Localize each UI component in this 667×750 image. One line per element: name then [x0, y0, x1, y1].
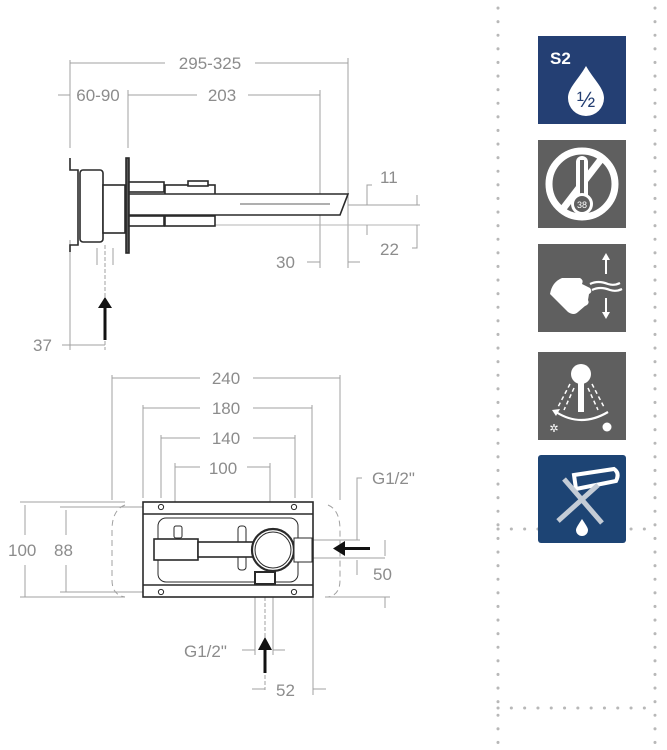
- no-ironing-drip-icon: [538, 455, 626, 543]
- dim-box-width: 180: [212, 399, 240, 418]
- s2-water-saving-icon: S2 ½: [538, 36, 626, 124]
- technical-drawing: 295-325 60-90 203 11 30 22 37 240 180 14…: [8, 54, 420, 700]
- dim-hole-spacing: 140: [212, 429, 240, 448]
- no-thermostat-icon: 38: [538, 140, 626, 228]
- dim-plate-height: 100: [8, 541, 36, 560]
- dim-wall-depth: 60-90: [76, 86, 119, 105]
- svg-text:½: ½: [577, 87, 595, 112]
- dim-spout-top-offset: 11: [380, 168, 398, 187]
- dim-spout-length: 203: [208, 86, 236, 105]
- svg-text:✲: ✲: [549, 422, 558, 435]
- dim-inlet-spacing: 100: [209, 459, 237, 478]
- dim-side-offset: 50: [373, 565, 392, 584]
- hot-cold-lever-icon: ✲: [538, 352, 626, 440]
- dim-overall-length: 295-325: [179, 54, 241, 73]
- dim-side-thread: G1/2": [372, 469, 415, 488]
- dim-spout-height: 22: [380, 240, 399, 259]
- features-panel: S2 ½ 38: [493, 0, 658, 750]
- dim-inlet-offset: 37: [33, 336, 52, 355]
- svg-text:S2: S2: [550, 49, 571, 68]
- svg-text:38: 38: [577, 200, 587, 210]
- hand-sensor-icon: [538, 244, 626, 332]
- dim-bottom-thread: G1/2": [184, 642, 227, 661]
- dim-spout-tip: 30: [276, 253, 295, 272]
- dim-plate-width: 240: [212, 369, 240, 388]
- dim-box-height: 88: [54, 541, 73, 560]
- dim-bottom-offset: 52: [276, 681, 295, 700]
